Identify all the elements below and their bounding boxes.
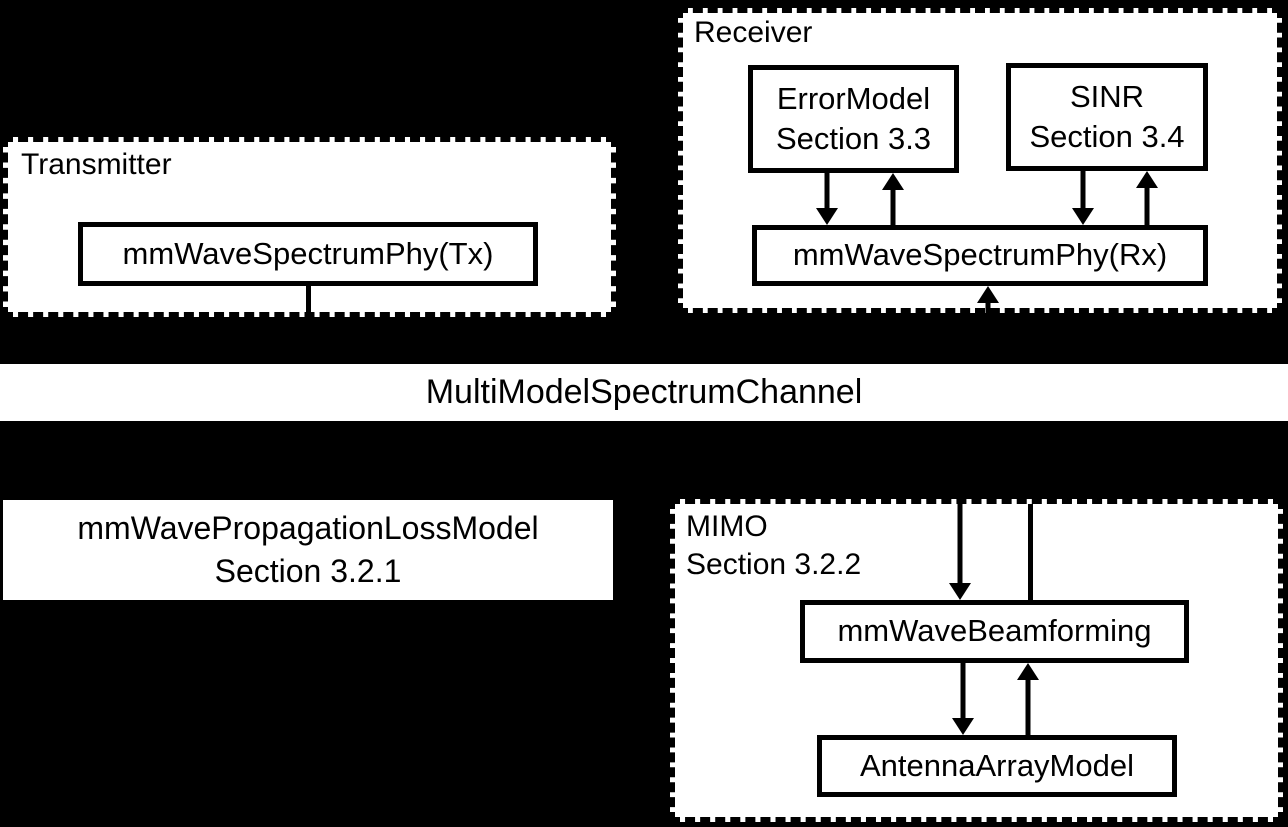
- arrow-up-head: [1017, 663, 1039, 680]
- phy-rx-label: mmWaveSpectrumPhy(Rx): [792, 237, 1168, 273]
- arrow-shaft: [1080, 171, 1086, 213]
- error-model-box: ErrorModel Section 3.3: [748, 65, 959, 173]
- sinr-section: Section 3.4: [1029, 119, 1185, 154]
- arrow-down-head: [1072, 208, 1094, 225]
- propagation-loss-label: mmWavePropagationLossModel: [77, 509, 539, 546]
- tx-to-channel-connector: [306, 284, 311, 319]
- mimo-title: MIMO Section 3.2.2: [686, 508, 861, 583]
- phyrx-to-sinr-arrow: [1136, 171, 1158, 225]
- error-model-label: ErrorModel: [776, 80, 931, 116]
- antenna-to-beamforming-arrow: [1017, 663, 1039, 735]
- error-model-section: Section 3.3: [775, 121, 932, 156]
- phy-rx-box: mmWaveSpectrumPhy(Rx): [752, 225, 1208, 286]
- arrow-shaft: [890, 185, 896, 225]
- channel-to-phyrx-arrow: [977, 286, 999, 313]
- beamforming-label: mmWaveBeamforming: [837, 613, 1152, 649]
- arrow-shaft: [824, 173, 830, 213]
- arrow-down-head: [952, 718, 974, 735]
- arrow-down-head: [949, 583, 971, 600]
- arrow-up-head: [1136, 171, 1158, 188]
- beamforming-to-channel-line: [1028, 504, 1033, 600]
- spectrum-channel-label: MultiModelSpectrumChannel: [425, 373, 863, 411]
- antenna-array-label: AntennaArrayModel: [860, 747, 1134, 783]
- sinr-to-phyrx-arrow: [1072, 171, 1094, 225]
- beamforming-box: mmWaveBeamforming: [800, 600, 1189, 663]
- sinr-label: SINR: [1069, 78, 1145, 114]
- propagation-loss-box: mmWavePropagationLossModel Section 3.2.1: [3, 500, 613, 600]
- arrow-shaft: [1144, 183, 1150, 225]
- arrow-down-head: [816, 208, 838, 225]
- errormodel-to-phyrx-arrow: [816, 173, 838, 225]
- phy-tx-label: mmWaveSpectrumPhy(Tx): [122, 235, 494, 271]
- arrow-shaft: [960, 663, 966, 723]
- spectrum-channel-band: MultiModelSpectrumChannel: [0, 364, 1288, 421]
- receiver-title: Receiver: [694, 16, 813, 49]
- arrow-up-head: [882, 173, 904, 190]
- propagation-loss-section: Section 3.2.1: [214, 553, 402, 589]
- sinr-box: SINR Section 3.4: [1006, 63, 1208, 171]
- transmitter-title: Transmitter: [21, 148, 172, 181]
- beamforming-to-antenna-arrow: [952, 663, 974, 735]
- arrow-shaft: [957, 504, 963, 588]
- arrow-shaft: [985, 298, 991, 313]
- arrow-shaft: [1025, 675, 1031, 735]
- phy-tx-box: mmWaveSpectrumPhy(Tx): [78, 222, 538, 286]
- phyrx-to-errormodel-arrow: [882, 173, 904, 225]
- mimo-title-line2: Section 3.2.2: [686, 547, 862, 581]
- mimo-title-line1: MIMO: [686, 510, 768, 543]
- arrow-up-head: [977, 286, 999, 303]
- channel-to-beamforming-arrow: [949, 504, 971, 600]
- antenna-array-box: AntennaArrayModel: [817, 735, 1177, 797]
